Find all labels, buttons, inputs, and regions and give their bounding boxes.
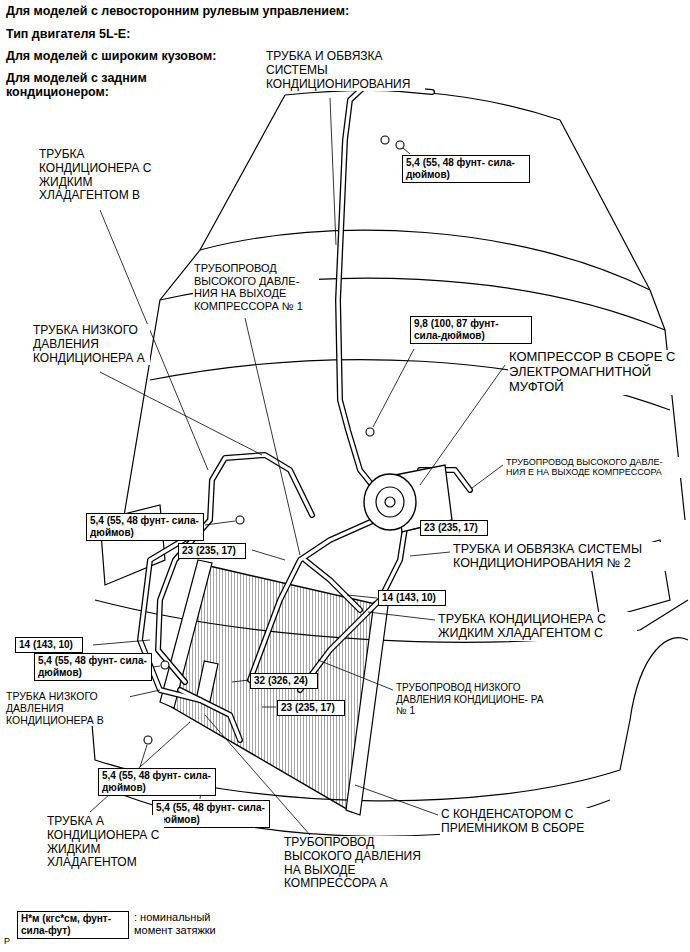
leader-line [262, 707, 276, 708]
leader-line [93, 640, 150, 645]
model-note: Для моделей с левосторонним рулевым упра… [5, 4, 350, 18]
leader-line [205, 521, 235, 525]
leader-line [330, 98, 336, 245]
vehicle-outline [560, 120, 650, 290]
leader-line [245, 318, 300, 555]
leader-line [232, 680, 249, 682]
part-label: ТРУБКА НИЗКОГО ДАВЛЕНИЯ КОНДИЦИОНЕРА А [32, 324, 150, 365]
refrigerant-pipe [158, 455, 312, 682]
refrigerant-pipe-inner [250, 520, 375, 680]
bolt-symbol [144, 136, 404, 782]
leader-line [368, 612, 435, 620]
leader-line [410, 528, 419, 530]
part-label: ТРУБОПРОВОД ВЫСОКОГО ДАВЛЕНИЯ НА ВЫХОДЕ … [283, 836, 431, 891]
condenser [346, 602, 388, 815]
torque-value: 23 (235, 17) [182, 545, 242, 557]
bolt-symbol [381, 136, 389, 144]
leader-line [347, 595, 377, 598]
compressor [385, 497, 395, 507]
torque-box: 5,4 (55, 48 фунт- сила-дюймов) [152, 800, 270, 828]
refrigerant-pipe [305, 560, 360, 610]
torque-box: 23 (235, 17) [277, 700, 345, 716]
torque-box: 32 (326, 24) [250, 673, 318, 689]
leader-line [90, 98, 505, 835]
compressor [364, 474, 416, 530]
torque-value: 9,8 (100, 87 фунт- сила-дюймов) [414, 318, 528, 342]
part-label: ТРУБКА И ОБВЯЗКА СИСТЕМЫ КОНДИЦИОНИРОВАН… [452, 542, 684, 571]
torque-value: 5,4 (55, 48 фунт- сила-дюймов) [156, 802, 266, 826]
torque-box: 9,8 (100, 87 фунт- сила-дюймов) [410, 316, 532, 344]
leader-line [100, 372, 262, 455]
torque-box: 5,4 (55, 48 фунт- сила-дюймов) [34, 653, 152, 681]
part-label: ТРУБОПРОВОД ВЫСОКОГО ДАВЛЕ- НИЯ Е НА ВЫХ… [505, 457, 685, 478]
leader-line [318, 660, 393, 690]
part-label: ТРУБКА А КОНДИЦИОНЕРА С ЖИДКИМ ХЛАДАГЕНТ… [46, 815, 164, 870]
bolt-symbol [236, 516, 244, 524]
leader-line [252, 550, 285, 560]
part-label: КОМПРЕССОР В СБОРЕ С ЭЛЕКТРОМАГНИТНОЙ МУ… [508, 350, 683, 395]
torque-value: 23 (235, 17) [424, 522, 484, 534]
torque-box: 14 (143, 10) [378, 590, 446, 606]
torque-value: 14 (143, 10) [19, 639, 79, 651]
part-label: ТРУБКА НИЗКОГО ДАВЛЕНИЯ КОНДИЦИОНЕРА В [5, 690, 130, 726]
refrigerant-pipe [338, 86, 432, 485]
part-label: ТРУБКА КОНДИЦИОНЕРА С ЖИДКИМ ХЛАДАГЕНТОМ… [437, 612, 637, 641]
torque-value: 32 (326, 24) [254, 675, 314, 687]
bolt-symbol [366, 428, 374, 436]
model-note: Тип двигателя 5L-E: [5, 27, 131, 41]
refrigerant-pipe-inner [300, 528, 405, 690]
refrigerant-pipe-inner [180, 690, 240, 740]
vehicle-outline [630, 638, 688, 720]
torque-value: 14 (143, 10) [382, 592, 442, 604]
legend-sample-box: Н*м (кгс*см, фунт-сила-фут) [17, 911, 129, 939]
refrigerant-pipe [140, 86, 470, 740]
leader-line [355, 785, 438, 815]
torque-box: 23 (235, 17) [420, 520, 488, 536]
torque-box: 14 (143, 10) [15, 637, 83, 653]
refrigerant-pipe [250, 520, 375, 680]
part-label: ТРУБКА КОНДИЦИОНЕРА С ЖИДКИМ ХЛАДАГЕНТОМ… [38, 148, 163, 203]
torque-value: 23 (235, 17) [281, 702, 341, 714]
vehicle-outline [120, 250, 200, 540]
leader-line [90, 722, 190, 812]
torque-value: 5,4 (55, 48 фунт- сила-дюймов) [90, 515, 200, 539]
leader-line [472, 465, 503, 488]
model-note: Для моделей с широким кузовом: [5, 49, 217, 63]
leader-line [153, 666, 160, 667]
torque-value: 5,4 (55, 48 фунт- сила-дюймов) [406, 157, 526, 181]
refrigerant-pipe-inner [338, 86, 432, 485]
torque-box: 5,4 (55, 48 фунт- сила-дюймов) [402, 155, 530, 183]
leader-line [403, 148, 410, 154]
torque-box: 23 (235, 17) [178, 543, 246, 559]
vehicle-outline [285, 90, 560, 120]
leader-line [410, 552, 450, 556]
vehicle-outline [200, 95, 285, 250]
vehicle-outline [90, 90, 688, 836]
refrigerant-pipe [300, 528, 405, 690]
torque-value: 5,4 (55, 48 фунт- сила-дюймов) [102, 770, 212, 794]
legend-note: P [3, 936, 11, 946]
leader-line [373, 349, 414, 427]
part-label: ТРУБОПРОВОД ВЫСОКОГО ДАВЛЕ- НИЯ НА ВЫХОД… [193, 262, 319, 313]
legend-note: : номинальный момент затяжки [133, 911, 245, 936]
part-label: ТРУБКА И ОБВЯЗКА СИСТЕМЫ КОНДИЦИОНИРОВАН… [265, 50, 425, 91]
refrigerant-pipe-inner [158, 455, 312, 682]
part-label: С КОНДЕНСАТОРОМ С ПРИЕМНИКОМ В СБОРЕ [440, 808, 625, 836]
leader-line [420, 365, 505, 485]
torque-value: 5,4 (55, 48 фунт- сила-дюймов) [38, 655, 148, 679]
torque-box: 5,4 (55, 48 фунт- сила-дюймов) [86, 513, 204, 541]
torque-box: 5,4 (55, 48 фунт- сила-дюймов) [98, 768, 216, 796]
bolt-symbol [161, 661, 169, 669]
refrigerant-pipe-inner [305, 560, 360, 610]
vehicle-outline [640, 600, 688, 630]
model-note: Для моделей с задним кондиционером: [5, 71, 165, 100]
bolt-symbol [396, 141, 404, 149]
part-label: ТРУБОПРОВОД НИЗКОГО ДАВЛЕНИЯ КОНДИЦИОНЕ-… [395, 682, 545, 717]
compressor [376, 487, 404, 517]
bolt-symbol [144, 736, 152, 744]
torque-value: Н*м (кгс*см, фунт-сила-фут) [21, 913, 125, 937]
